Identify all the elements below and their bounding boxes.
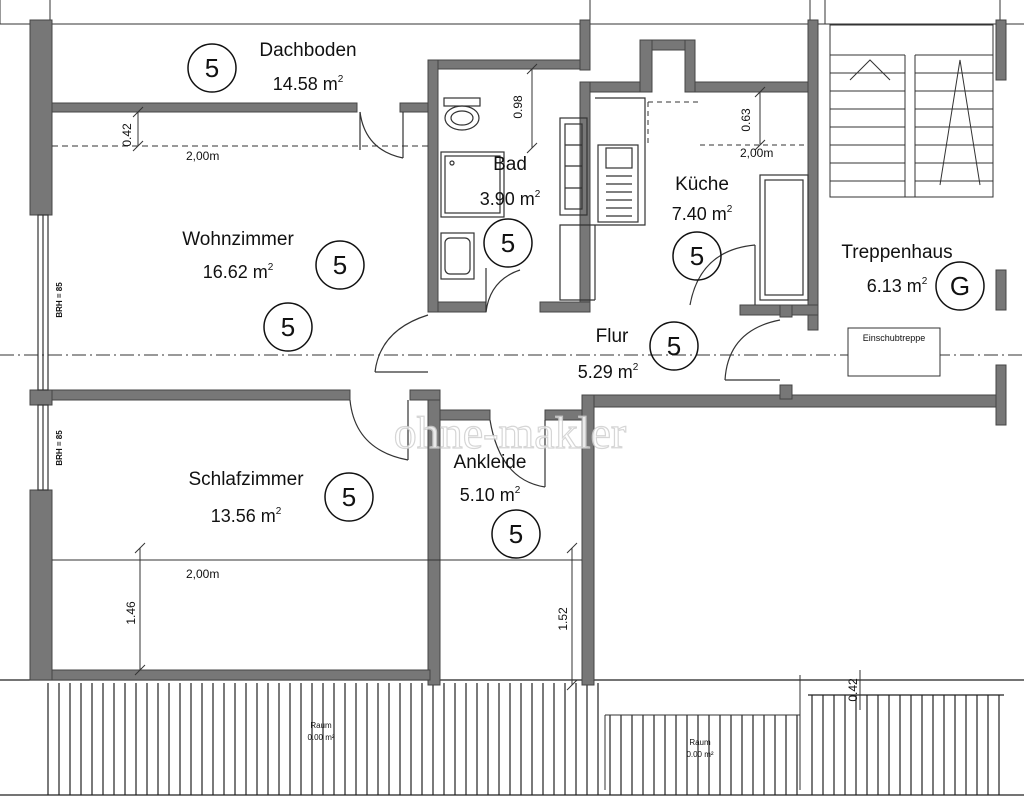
- room-labels: Dachboden 14.58 m2 Bad 3.90 m2 Küche 7.40 m2 W…: [182, 40, 952, 526]
- raum-right-area: 0.00 m²: [686, 750, 713, 759]
- room-area-schlafzimmer: 13.56 m2: [211, 506, 282, 526]
- watermark-text: ohne-makler: [394, 407, 626, 458]
- doors: [349, 111, 781, 488]
- raum-left-label: Raum: [310, 721, 332, 730]
- zone-marker-text: 5: [667, 331, 681, 361]
- dim-wohn-height: 2,00m: [186, 149, 219, 163]
- zone-marker-flur: 5: [649, 321, 699, 371]
- brh-upper-label: BRH = 85: [55, 282, 64, 318]
- zone-marker-text: 5: [501, 228, 515, 258]
- zone-marker-wohnzimmer: 5: [315, 240, 365, 290]
- dim-bad-offset: 0.98: [511, 95, 525, 119]
- zone-marker-wohnzimmer-2: 5: [263, 302, 313, 352]
- room-name-flur: Flur: [596, 326, 629, 347]
- dim-wohn-offset: 0.42: [120, 123, 134, 147]
- room-name-treppenhaus: Treppenhaus: [841, 242, 952, 263]
- dimension-lines: [132, 63, 861, 710]
- einschubtreppe-box: Einschubtreppe: [847, 327, 941, 377]
- zone-marker-schlafzimmer: 5: [324, 472, 374, 522]
- zone-marker-ankleide: 5: [491, 509, 541, 559]
- walls: [29, 19, 1007, 686]
- zone-marker-bad: 5: [483, 218, 533, 268]
- dim-kueche-height: 2,00m: [740, 146, 773, 160]
- raum-right-label: Raum: [689, 738, 711, 747]
- room-name-dachboden: Dachboden: [259, 40, 356, 61]
- room-area-dachboden: 14.58 m2: [273, 74, 344, 94]
- room-area-treppenhaus: 6.13 m2: [867, 276, 928, 296]
- room-name-schlafzimmer: Schlafzimmer: [188, 469, 304, 490]
- room-name-wohnzimmer: Wohnzimmer: [182, 229, 294, 250]
- room-area-kueche: 7.40 m2: [672, 204, 733, 224]
- zone-marker-text: 5: [281, 312, 295, 342]
- dim-kueche-offset: 0.63: [739, 108, 753, 132]
- zone-marker-text: 5: [509, 519, 523, 549]
- dim-ankleide-depth: 1.52: [556, 607, 570, 631]
- zone-marker-text: 5: [333, 250, 347, 280]
- dim-schlaf-height: 2,00m: [186, 567, 219, 581]
- raum-left-area: 0.00 m²: [307, 733, 334, 742]
- zone-marker-kueche: 5: [672, 231, 722, 281]
- zone-marker-text: 5: [205, 53, 219, 83]
- roof-strip-bottom: [0, 679, 1024, 796]
- roof-strip-top: [0, 0, 1024, 25]
- room-name-ankleide: Ankleide: [454, 452, 527, 473]
- toilet: [443, 97, 481, 131]
- window-left-lower: [37, 404, 49, 491]
- shower: [440, 151, 505, 218]
- zone-marker-text: 5: [690, 241, 704, 271]
- washbasin: [440, 232, 475, 280]
- room-area-bad: 3.90 m2: [480, 189, 541, 209]
- zone-marker-text: G: [950, 271, 970, 301]
- zone-marker-text: 5: [342, 482, 356, 512]
- zone-marker-treppenhaus: G: [935, 261, 985, 311]
- einschubtreppe-label: Einschubtreppe: [863, 333, 926, 343]
- room-name-kueche: Küche: [675, 174, 729, 195]
- staircase: [829, 24, 994, 198]
- brh-lower-label: BRH = 85: [55, 430, 64, 466]
- kitchen-counter: [559, 97, 809, 301]
- room-name-bad: Bad: [493, 154, 527, 175]
- zone-marker-dachboden: 5: [187, 43, 237, 93]
- lower-right-box: [604, 675, 801, 790]
- room-area-flur: 5.29 m2: [578, 362, 639, 382]
- room-area-wohnzimmer: 16.62 m2: [203, 262, 274, 282]
- room-area-ankleide: 5.10 m2: [460, 485, 521, 505]
- window-left-upper: [37, 214, 49, 391]
- dim-treppe-offset: 0.42: [846, 678, 860, 702]
- dim-schlaf-depth: 1.46: [124, 601, 138, 625]
